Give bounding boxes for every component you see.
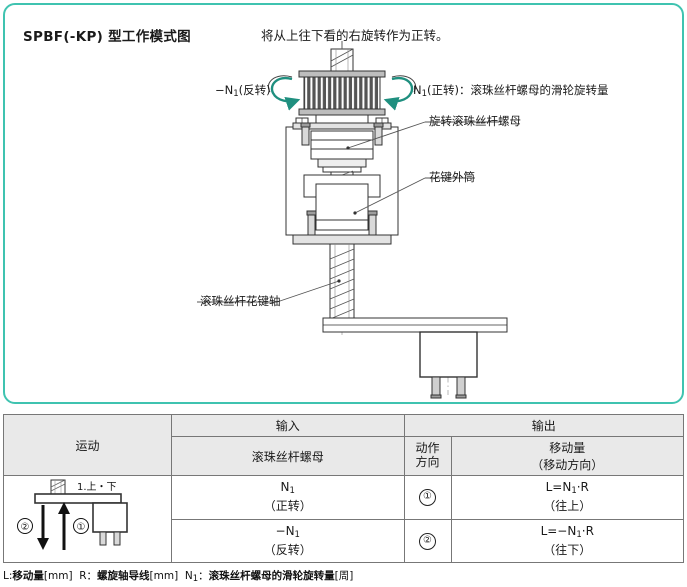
rotation-convention-note: 将从上往下看的右旋转作为正转。 — [261, 28, 449, 43]
motion-diagram: ② ① 1.上・下 — [17, 479, 128, 550]
motion-arrow-down-marker: ② — [21, 522, 30, 533]
header-action-direction-line2: 方向 — [415, 455, 440, 469]
row1-input-line1: −N1 — [275, 523, 300, 540]
footnote-l-key: L: — [3, 570, 13, 582]
table-row: −N1 （反转） ② L=−N1·R （往下） — [4, 518, 684, 563]
motion-cell-label: 1.上・下 — [77, 481, 117, 493]
footnote-l-unit: [mm] — [43, 570, 73, 582]
header-travel-amount-line1: 移动量 — [549, 441, 586, 455]
footnote-n-key: N1： — [184, 570, 209, 584]
footnote-n-value: 滚珠丝杆螺母的滑轮旋转量 — [208, 570, 335, 582]
footnote-legend: L:移动量[mm] R：螺旋轴导线[mm] N1：滚珠丝杆螺母的滑轮旋转量[周] — [3, 568, 354, 584]
header-travel-amount: 移动量 （移动方向） — [450, 436, 684, 476]
header-ball-screw-nut: 滚珠丝杆螺母 — [171, 436, 405, 476]
row1-output-cell: L=−N1·R （往下） — [450, 518, 684, 563]
callout-ball-screw-spline-shaft: 滚珠丝杆花键轴 — [200, 294, 281, 308]
footnote-n-unit: [周] — [334, 570, 354, 582]
row0-input-line2: （正转） — [263, 499, 312, 514]
row0-direction-badge: ① — [419, 489, 436, 507]
footnote-r-unit: [mm] — [149, 570, 179, 582]
header-input: 输入 — [171, 414, 405, 437]
callout-rotating-ball-screw-nut: 旋转滚珠丝杆螺母 — [429, 114, 521, 128]
row0-input-line1: N1 — [280, 480, 295, 497]
header-action-direction: 动作 方向 — [403, 436, 452, 476]
row1-direction-badge: ② — [419, 532, 436, 550]
row0-output-line1: L=N1·R — [545, 480, 589, 497]
callout-leader-lines — [197, 41, 499, 303]
table-row: N1 （正转） — [171, 475, 405, 520]
motion-specification-table: 运动 输入 输出 滚珠丝杆螺母 动作 方向 移动量 （移动方向） — [3, 414, 684, 563]
row1-output-line2: （往下） — [543, 542, 592, 557]
row1-input-line2: （反转） — [263, 542, 312, 557]
row0-direction-cell: ① — [403, 475, 452, 520]
footnote-l-value: 移动量 — [12, 570, 44, 582]
header-travel-amount-line2: （移动方向） — [531, 458, 604, 472]
callout-dots — [337, 146, 357, 283]
row1-input-cell: −N1 （反转） — [171, 518, 405, 563]
row0-output-cell: L=N1·R （往上） — [450, 475, 684, 520]
page-title: SPBF(-KP) 型工作模式图 — [23, 29, 191, 45]
ball-screw-spline-mechanism-drawing — [197, 41, 508, 399]
header-action-direction-line1: 动作 — [415, 441, 440, 456]
motion-illustration-cell: ② ① 1.上・下 — [3, 475, 172, 563]
header-motion: 运动 — [3, 414, 172, 476]
row1-direction-cell: ② — [403, 518, 452, 563]
motion-arrow-up-marker: ① — [77, 522, 86, 533]
row1-output-line1: L=−N1·R — [540, 523, 594, 540]
footnote-r-value: 螺旋轴导线 — [97, 570, 150, 582]
header-output: 输出 — [403, 414, 684, 437]
footnote-r-key: R： — [79, 570, 98, 582]
row0-output-line2: （往上） — [543, 499, 592, 514]
rotation-arrows — [270, 76, 414, 111]
callout-spline-outer-tube: 花键外筒 — [429, 170, 475, 184]
callout-forward-rotation: N1(正转)：滚珠丝杆螺母的滑轮旋转量 — [413, 83, 609, 99]
diagram-panel: SPBF(-KP) 型工作模式图 将从上往下看的右旋转作为正转。 — [3, 3, 684, 404]
callout-reverse-rotation: −N1(反转) — [215, 83, 271, 99]
